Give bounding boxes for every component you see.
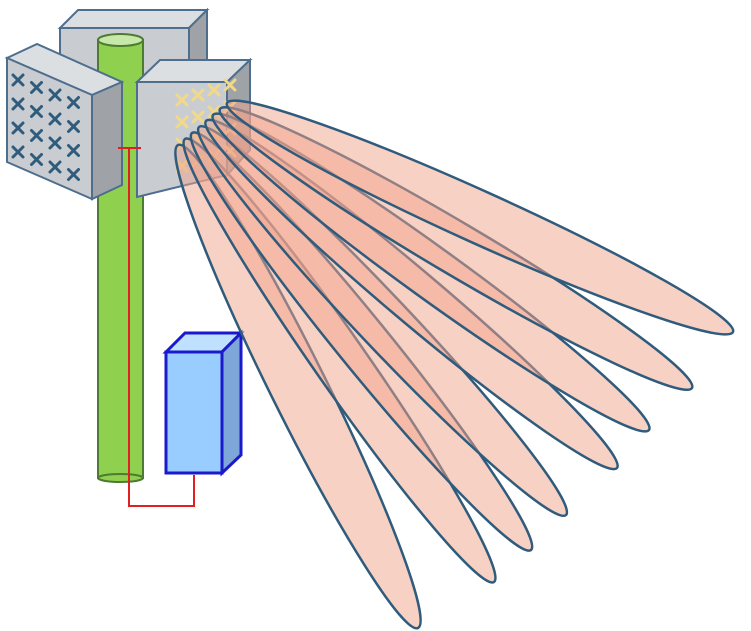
cross-polarized-element-icon [175, 115, 189, 129]
cross-polarized-element-icon [11, 73, 25, 87]
cross-polarized-element-icon [48, 136, 62, 150]
beam-lobes [174, 99, 735, 630]
left-panel-element-array [11, 73, 80, 181]
cross-polarized-element-icon [48, 88, 62, 102]
feeder-cable [118, 147, 195, 507]
cross-polarized-element-icon [48, 112, 62, 126]
cross-polarized-element-icon [48, 160, 62, 174]
cross-polarized-element-icon [191, 88, 205, 102]
cross-polarized-element-icon [223, 78, 237, 92]
cross-polarized-element-icon [175, 93, 189, 107]
cross-polarized-element-icon [67, 120, 80, 133]
radio-unit [162, 329, 245, 477]
cross-polarized-element-icon [191, 110, 205, 124]
cross-polarized-element-icon [207, 83, 221, 97]
cross-polarized-element-icon [30, 129, 43, 142]
cross-polarized-element-icon [67, 144, 80, 157]
cross-polarized-element-icon [30, 105, 43, 118]
cross-polarized-element-icon [67, 96, 80, 109]
left-antenna-panel [4, 42, 125, 201]
cross-polarized-element-icon [30, 81, 43, 94]
cross-polarized-element-icon [11, 97, 25, 111]
cross-polarized-element-icon [30, 153, 43, 166]
cross-polarized-element-icon [11, 145, 25, 159]
cross-polarized-element-icon [67, 168, 80, 181]
beam-lobe [225, 99, 735, 336]
cross-polarized-element-icon [11, 121, 25, 135]
